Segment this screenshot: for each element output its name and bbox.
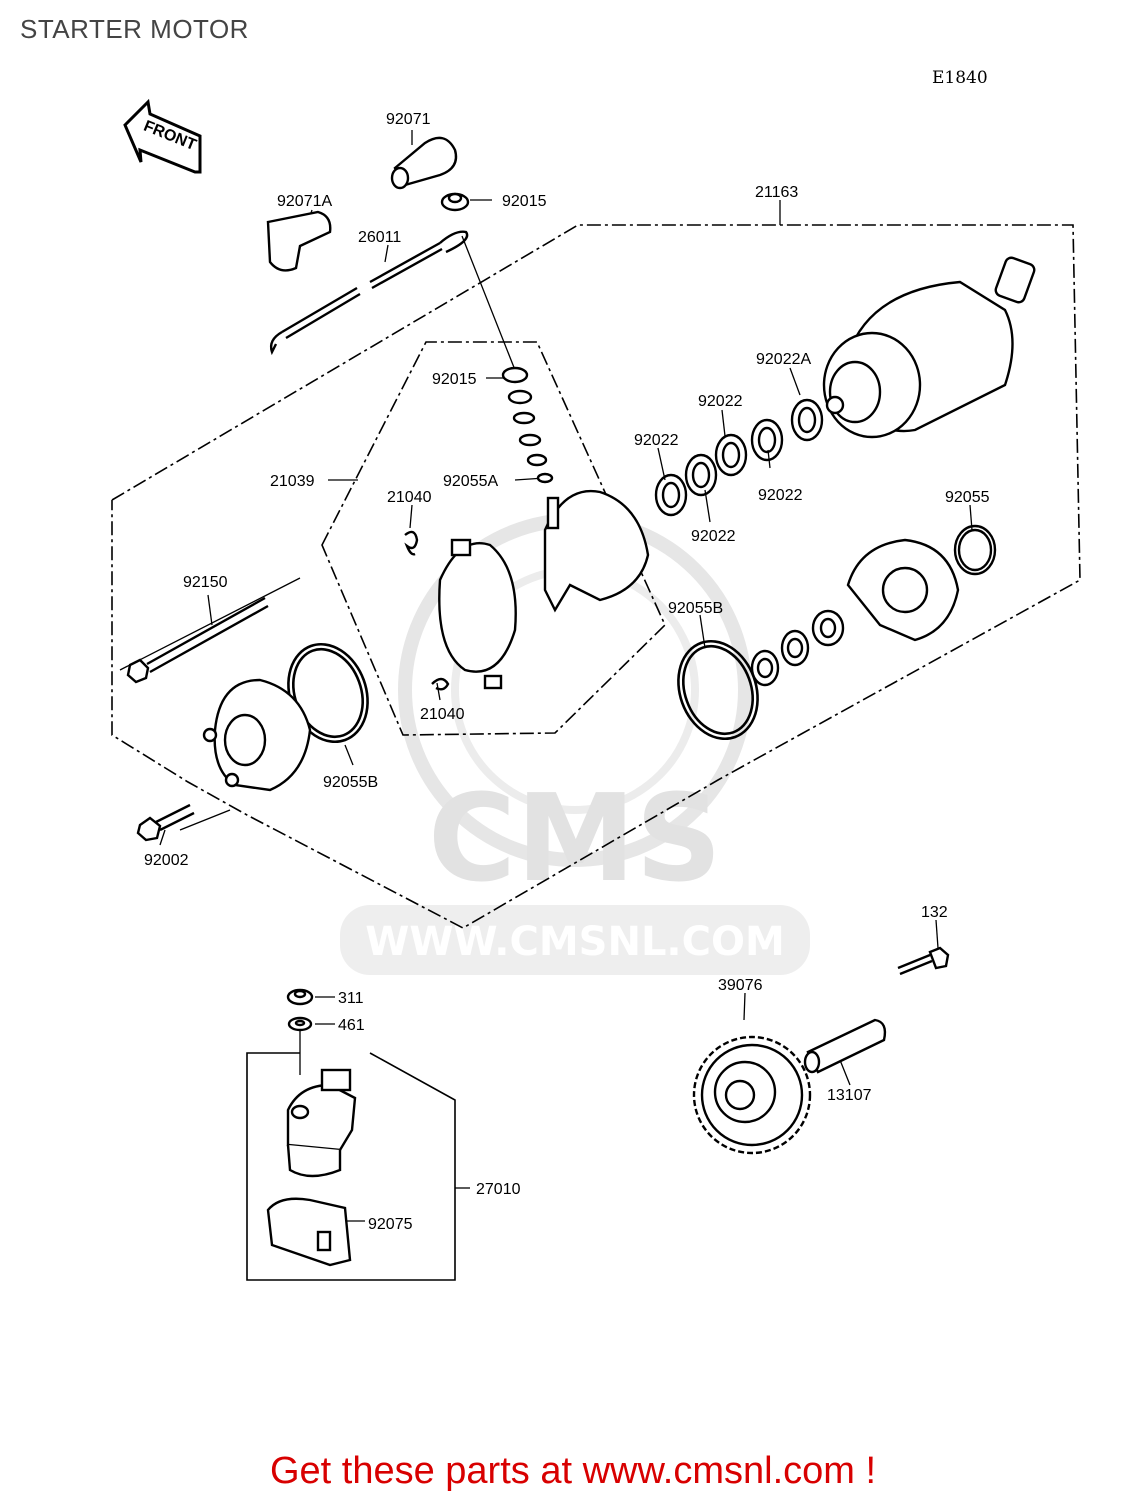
label-92022A: 92022A <box>756 351 811 368</box>
watermark-logo: CMS <box>428 770 722 909</box>
part-13107-shaft <box>803 1018 887 1074</box>
label-92055B-left: 92055B <box>323 774 378 791</box>
label-92022-b: 92022 <box>634 432 679 449</box>
part-starter-motor-body <box>822 256 1036 439</box>
part-311-nut <box>286 988 314 1006</box>
part-92071A-cap <box>266 210 332 272</box>
label-21040-bottom: 21040 <box>420 706 465 723</box>
part-rear-cover <box>202 678 312 792</box>
part-39076-gear <box>692 1035 812 1155</box>
part-front-cover <box>750 538 960 687</box>
label-92055A: 92055A <box>443 473 498 490</box>
label-132: 132 <box>921 904 948 921</box>
assembly-outline-21163 <box>111 224 1081 929</box>
label-92002: 92002 <box>144 852 189 869</box>
part-terminal-washer-stack <box>501 366 554 484</box>
part-washers-92022 <box>654 398 824 517</box>
leader-lines <box>119 130 973 1222</box>
label-92071A: 92071A <box>277 193 332 210</box>
exploded-parts-diagram: CMS WWW.CMSNL.COM FRONT <box>111 98 1081 1281</box>
label-92015-mid: 92015 <box>432 371 477 388</box>
label-21039: 21039 <box>270 473 315 490</box>
part-brush-holder <box>438 489 650 690</box>
part-92150-bolt <box>126 596 269 684</box>
label-27010: 27010 <box>476 1181 521 1198</box>
label-92055B-right: 92055B <box>668 600 723 617</box>
part-132-bolt <box>897 946 950 976</box>
part-solenoid-27010 <box>286 1068 357 1178</box>
part-26011-cable <box>269 230 469 356</box>
get-parts-link[interactable]: Get these parts at www.cmsnl.com ! <box>269 1450 877 1492</box>
label-92075: 92075 <box>368 1216 413 1233</box>
label-13107: 13107 <box>827 1087 872 1104</box>
watermark-url: WWW.CMSNL.COM <box>365 919 785 965</box>
part-number-labels: 92071 92015 21163 92071A 26011 92015 920… <box>144 111 990 1233</box>
part-92015-nut-top <box>440 192 470 212</box>
part-92055B-oring-right <box>677 639 759 741</box>
page-title: STARTER MOTOR <box>20 14 249 44</box>
label-21040-top: 21040 <box>387 489 432 506</box>
label-92055: 92055 <box>945 489 990 506</box>
label-92022-a: 92022 <box>698 393 743 410</box>
label-311: 311 <box>338 990 364 1007</box>
part-92075-cover <box>266 1197 352 1267</box>
assembly-outline-21039 <box>321 341 666 736</box>
label-92015-top: 92015 <box>502 193 547 210</box>
label-92022-d: 92022 <box>691 528 736 545</box>
assembly-outline-27010 <box>246 1052 456 1281</box>
label-26011: 26011 <box>358 229 401 246</box>
label-92022-c: 92022 <box>758 487 803 504</box>
label-39076: 39076 <box>718 977 763 994</box>
part-92002-screw <box>136 803 195 842</box>
part-21040-springs <box>404 530 450 691</box>
part-92055-oring <box>953 524 997 576</box>
label-461: 461 <box>338 1017 365 1034</box>
diagram-ref-code: E1840 <box>932 68 988 88</box>
part-92071-cap <box>390 136 458 190</box>
part-461-washer <box>287 1016 313 1032</box>
front-arrow: FRONT <box>123 98 202 174</box>
label-92071: 92071 <box>386 111 431 128</box>
label-92150: 92150 <box>183 574 228 591</box>
label-21163: 21163 <box>755 184 798 201</box>
